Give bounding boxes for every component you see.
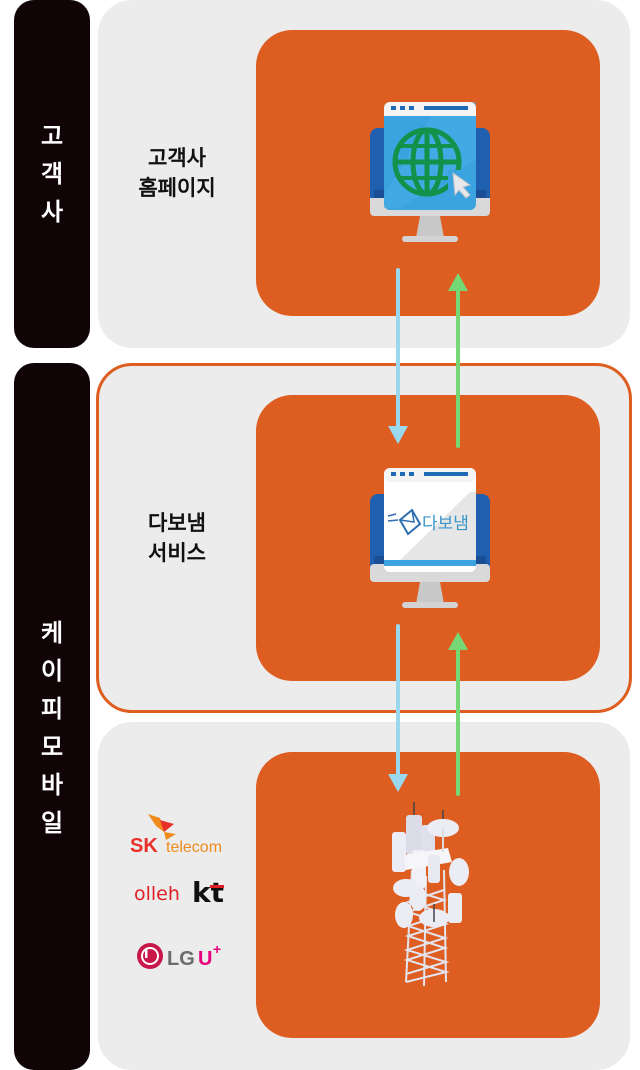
dabonem-screen-text: 다보냄 [422, 514, 469, 534]
lg-uplus-logo: LG U + [137, 941, 221, 970]
kt-text: kt [192, 876, 224, 906]
u-text: U [198, 948, 212, 970]
side-char: 객 [40, 160, 64, 188]
globe-monitor-icon [370, 102, 490, 242]
plus-text: + [213, 941, 221, 957]
sk-text: SK [130, 835, 158, 856]
side-label-kp-mobile: 케 이 피 모 바 일 [14, 363, 90, 1070]
side-char: 피 [40, 694, 64, 723]
dabonem-monitor-icon: 다보냄 [370, 468, 490, 608]
olleh-kt-logo: olleh kt [134, 876, 224, 906]
side-char: 케 [40, 618, 64, 647]
down-arrowhead [388, 426, 408, 444]
lg-text: LG [167, 948, 195, 970]
side-char: 이 [40, 656, 64, 685]
label-line: 고객사 [148, 146, 206, 170]
label-line: 다보냄 [148, 511, 206, 535]
cell-tower-icon [392, 802, 469, 987]
sk-telecom-logo: SK telecom [130, 814, 222, 856]
down-arrowhead [388, 774, 408, 792]
side-char: 고 [40, 122, 64, 150]
label-line: 홈페이지 [138, 176, 216, 200]
side-char: 바 [40, 770, 64, 799]
telecom-text: telecom [166, 839, 222, 856]
up-arrowhead [448, 632, 468, 650]
side-char: 사 [40, 198, 64, 226]
customer-homepage-label: 고객사 홈페이지 [98, 143, 256, 203]
envelope-icon [387, 508, 422, 536]
side-char: 일 [40, 808, 64, 837]
arrows-customer-dabonem [388, 268, 468, 448]
up-arrowhead [448, 273, 468, 291]
dabonem-service-label: 다보냄 서비스 [98, 508, 256, 568]
side-label-customer: 고 객 사 [14, 0, 90, 348]
olleh-text: olleh [134, 883, 180, 905]
side-char: 모 [40, 732, 64, 761]
arrows-dabonem-carrier [388, 624, 468, 796]
label-line: 서비스 [148, 541, 206, 565]
